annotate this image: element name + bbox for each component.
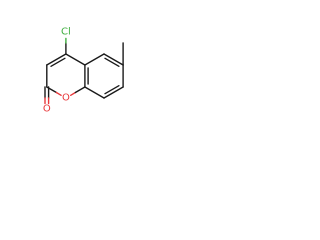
bond-c5-c4a	[84, 53, 105, 66]
chlorine-label: Cl	[61, 27, 71, 38]
bond-c8-c7	[103, 86, 124, 99]
bond-c8a-c8	[84, 86, 105, 99]
bond-c8-c7-inner	[104, 84, 120, 95]
carbonyl-oxygen-label: O	[43, 104, 51, 115]
bond-o1-c8a-a	[69, 91, 77, 97]
bond-c6-c5	[103, 53, 124, 66]
bond-c2-o1-b	[55, 91, 62, 97]
molecule-diagram: OO Cl	[43, 27, 124, 115]
bond-c4a-c4	[65, 53, 86, 66]
bond-o1-c8a-b	[74, 86, 86, 94]
bond-c4-c3-inner	[50, 57, 66, 68]
bond-c4-c3	[46, 53, 67, 66]
ring-oxygen-label: O	[62, 93, 70, 104]
bond-c5-c6-inner	[104, 57, 120, 68]
